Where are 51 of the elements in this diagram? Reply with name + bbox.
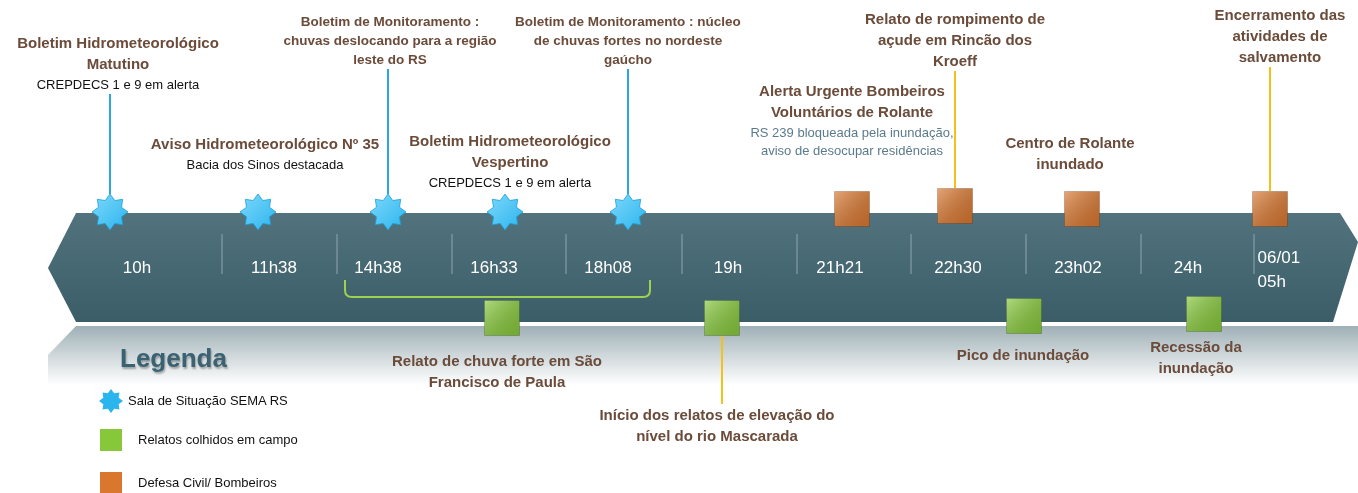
leader-line (721, 335, 723, 405)
star-marker (92, 194, 128, 230)
legend-label: Defesa Civil/ Bombeiros (138, 475, 277, 490)
star-marker (610, 194, 646, 230)
event-detail: CREPDECS 1 e 9 em alerta (35, 76, 201, 94)
time-label: 14h38 (354, 257, 402, 279)
square-marker (1252, 191, 1288, 227)
legend-label: Sala de Situação SEMA RS (128, 393, 288, 408)
time-label: 24h (1173, 257, 1203, 279)
leader-line (1269, 66, 1271, 192)
square-marker (1006, 298, 1042, 334)
square-marker (704, 300, 740, 336)
square-marker (834, 191, 870, 227)
time-label: 18h08 (584, 257, 632, 279)
event-title: Boletim Hidrometeorológico Matutino (16, 33, 220, 74)
star-marker (240, 194, 276, 230)
square-marker (484, 300, 520, 336)
time-label: 21h21 (816, 257, 864, 279)
event-detail: RS 239 bloqueada pela inundação, aviso de desocupar residências (749, 124, 955, 160)
leader-line (387, 68, 389, 195)
event-title: Boletim Hidrometeorológico Vespertino (408, 131, 612, 172)
legend-label: Relatos colhidos em campo (138, 432, 298, 447)
time-label: 11h38 (251, 257, 297, 279)
event-title: Boletim de Monitoramento : chuvas deslocando para a região leste do RS (282, 13, 498, 69)
time-label: 19h (713, 257, 743, 279)
event-detail: Bacia dos Sinos destacada (185, 156, 345, 174)
event-title: Recessão da inundação (1149, 337, 1243, 378)
leader-line (109, 93, 111, 195)
event-title: Relato de rompimento de açude em Rincão dos Kroeff (864, 9, 1046, 71)
event-detail: CREPDECS 1 e 9 em alerta (427, 174, 593, 192)
star-marker (370, 194, 406, 230)
event-title: Boletim de Monitoramento : núcleo de chuvas fortes no nordeste gaúcho (514, 13, 742, 69)
leader-line (954, 70, 956, 189)
square-marker (1186, 296, 1222, 332)
event-title: Alerta Urgente Bombeiros Voluntários de Rolante (758, 81, 946, 122)
legend-title: Legenda (120, 343, 227, 374)
time-label: 22h30 (934, 257, 982, 279)
square-marker (1064, 191, 1100, 227)
time-label: 10h (122, 257, 152, 279)
event-title: Pico de inundação (955, 345, 1091, 365)
event-title: Relato de chuva forte em São Francisco de Paula (390, 351, 604, 392)
time-label: 16h33 (470, 257, 518, 279)
event-title: Encerramento das atividades de salvamento (1213, 5, 1347, 67)
time-label: 06/01 05h (1257, 247, 1302, 293)
time-label: 23h02 (1054, 257, 1102, 279)
event-title: Aviso Hidrometeorológico Nº 35 (150, 134, 380, 154)
event-title: Centro de Rolante inundado (1004, 133, 1136, 174)
event-title: Início dos relatos de elevação do nível do rio Mascarada (598, 405, 836, 446)
leader-line (627, 68, 629, 195)
square-marker (937, 188, 973, 224)
star-marker (487, 194, 523, 230)
